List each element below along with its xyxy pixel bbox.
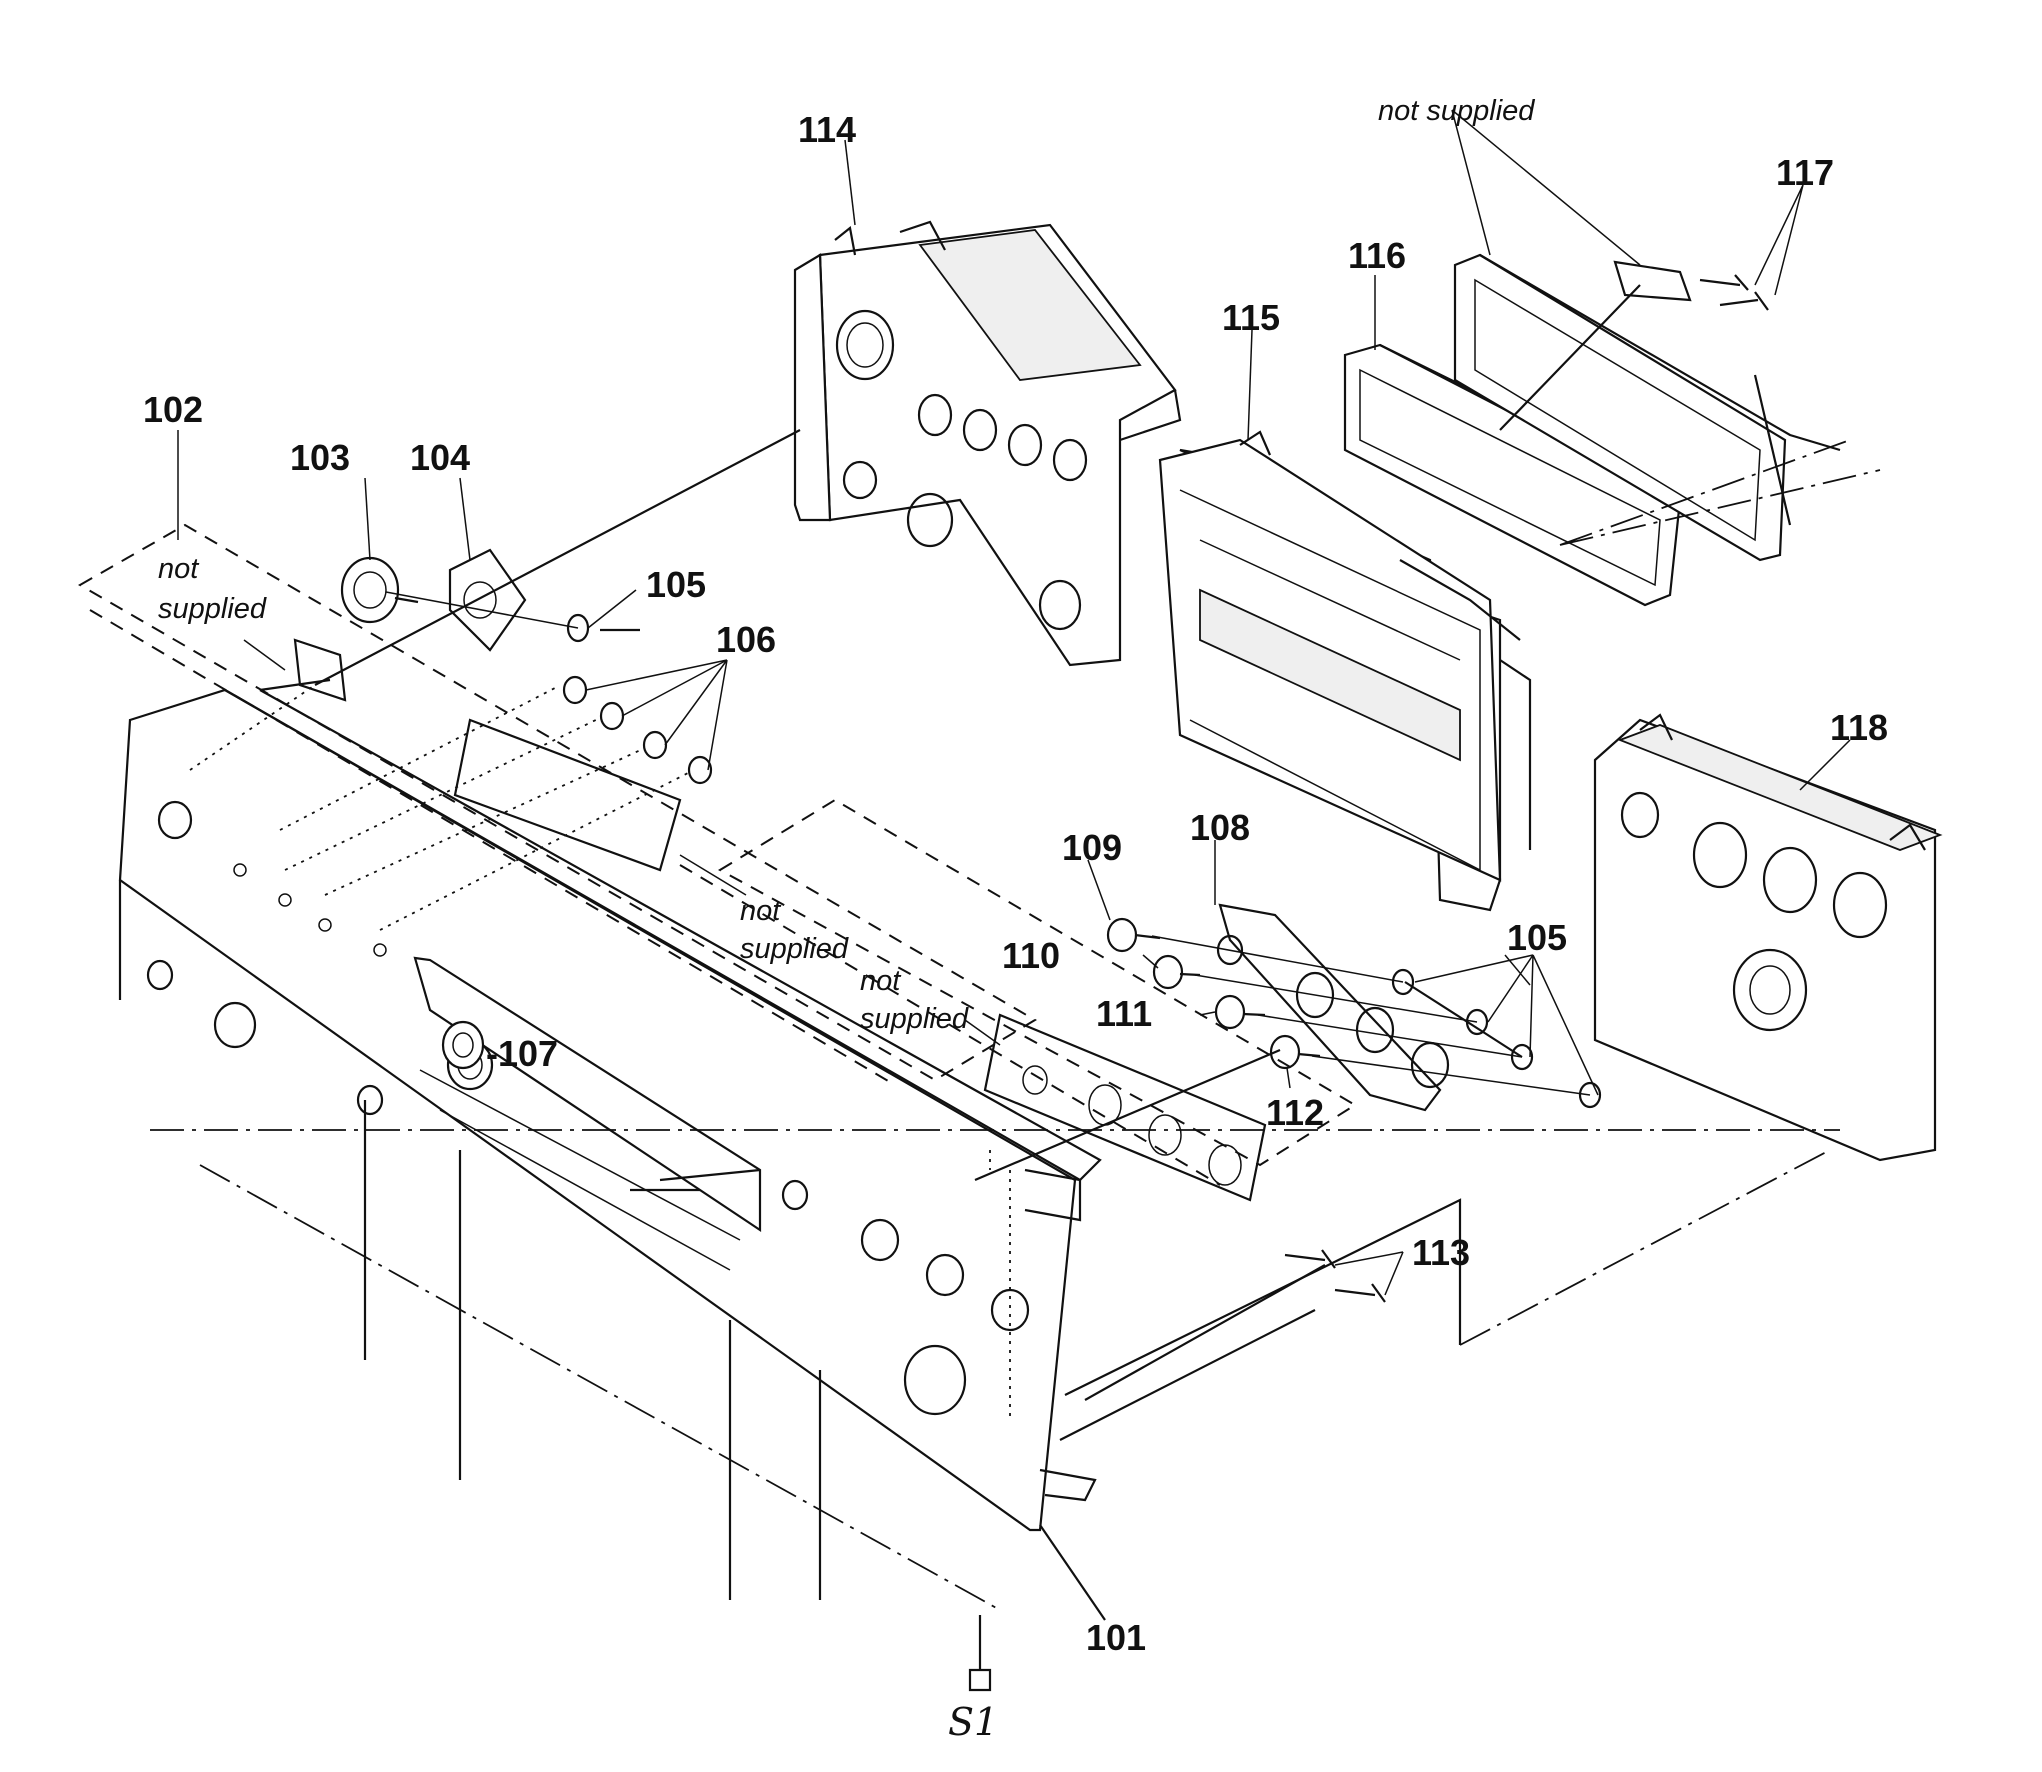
not-supplied-sheet-right [679,798,1357,1186]
note-not-left: not [158,553,200,585]
screw-s1 [968,1615,992,1692]
label-105-upper: 105 [646,564,706,605]
part-111-knob [1214,994,1266,1030]
label-106: 106 [716,619,776,660]
note-supplied-middle: supplied [740,933,849,965]
label-111: 111 [1096,993,1152,1034]
not-supplied-sheet-top [77,523,1037,1086]
assembly-lines [150,284,1881,1621]
part-labels: 114 115 116 117 102 103 104 105 106 118 … [143,109,1888,1658]
part-113-screws [1284,1249,1386,1303]
part-109-screw [1106,917,1161,953]
part-104-bracket [448,548,527,652]
label-117: 117 [1776,152,1834,193]
part-110-knob [1152,954,1201,990]
label-110: 110 [1002,935,1060,976]
label-105-lower: 105 [1507,917,1567,958]
label-107: -107 [486,1033,558,1074]
label-116: 116 [1348,235,1406,276]
label-112: 112 [1266,1092,1324,1133]
label-114: 114 [798,109,856,150]
part-112-knob [1269,1034,1321,1070]
label-101: 101 [1086,1617,1146,1658]
label-113: 113 [1412,1232,1470,1273]
note-supplied-right: supplied [860,1003,969,1035]
label-109: 109 [1062,827,1122,868]
label-104: 104 [410,437,470,478]
part-107-knob [441,1020,485,1070]
not-supplied-notes: not supplied not supplied not supplied n… [158,95,1535,1035]
label-118: 118 [1830,707,1888,748]
part-106-buttons [562,675,713,785]
not-supplied-small-pieces [293,638,1267,1202]
label-102: 102 [143,389,203,430]
part-115-display-frame [1158,430,1532,912]
note-not-middle: not [740,895,782,927]
part-101-front-panel [118,678,1102,1600]
label-103: 103 [290,437,350,478]
part-108-pcb-bracket [1216,903,1450,1112]
note-not-right: not [860,965,902,997]
screw-s1-mark: S1 [948,1700,998,1744]
label-115: 115 [1222,297,1280,338]
part-103-knob [340,556,419,624]
note-not-supplied-top: not supplied [1378,95,1535,127]
part-118-side-bracket [1593,713,1943,1162]
label-leaders [177,109,1851,1296]
label-108: 108 [1190,807,1250,848]
note-supplied-left: supplied [158,593,267,625]
part-114-chassis-bracket [793,220,1182,667]
